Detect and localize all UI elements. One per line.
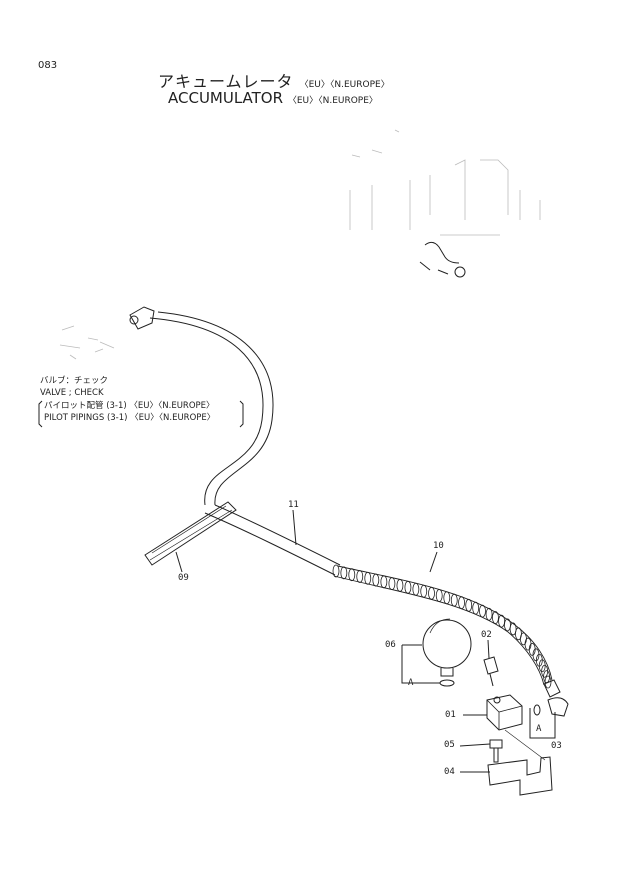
callout-a-right: A (536, 724, 542, 734)
spring-coil (504, 618, 511, 632)
hose-fitting-lower (543, 679, 561, 698)
spring-coil (428, 586, 435, 600)
callout-10: 10 (433, 541, 444, 551)
spring-coil (388, 577, 396, 591)
spring-coil (472, 601, 480, 615)
note-bracket-left (38, 400, 43, 428)
note-bracket-right (239, 400, 244, 428)
callout-02: 02 (481, 630, 492, 640)
leader-03 (529, 708, 556, 739)
spring-coil (465, 598, 473, 612)
leader-11 (292, 509, 297, 546)
spring-coil (541, 664, 549, 678)
elbow-03 (547, 697, 569, 717)
o-ring-a (439, 679, 455, 687)
title-en-text: ACCUMULATOR (168, 89, 284, 107)
check-valve-02 (483, 656, 499, 675)
spring-coil (485, 607, 493, 621)
accumulator-sphere (422, 619, 472, 669)
leader-09 (175, 551, 183, 573)
sketch-fitting (419, 241, 466, 278)
leader-05 (459, 743, 491, 747)
note-valve-en: VALVE ; CHECK (40, 388, 104, 398)
spring-coil (498, 614, 505, 628)
spring-coil (479, 604, 486, 618)
spring-coil (450, 593, 458, 607)
note-pilot-jp: パイロット配管 (3-1) 〈EU〉〈N.EUROPE〉 (44, 401, 215, 411)
spring-coil (443, 591, 451, 605)
hose-11-upper-b (157, 311, 274, 506)
bracket-04 (487, 756, 553, 796)
hose-end-fitting (129, 306, 155, 330)
spring-coil (340, 566, 348, 580)
title-japanese: アキュームレータ 〈EU〉〈N.EUROPE〉 (158, 68, 390, 92)
accumulator-neck (440, 668, 454, 677)
spring-coil (372, 573, 380, 587)
title-en-suffix: 〈EU〉〈N.EUROPE〉 (287, 96, 378, 106)
spring-coil (364, 571, 372, 585)
title-jp-text: アキュームレータ (158, 72, 294, 91)
spring-coil (524, 637, 532, 651)
callout-03: 03 (551, 741, 562, 751)
callout-04: 04 (444, 767, 455, 777)
spring-coil (412, 582, 420, 596)
spring-coil (458, 596, 465, 610)
hose-end-port (129, 315, 139, 325)
leader-06 (401, 644, 440, 684)
block-01 (486, 694, 523, 731)
page-number: 083 (38, 60, 58, 71)
o-ring-b (533, 704, 541, 716)
spring-coil (420, 584, 428, 598)
leader-10 (429, 551, 438, 573)
callout-09: 09 (178, 573, 189, 583)
spring-coil (396, 579, 404, 592)
spring-coil (520, 632, 527, 646)
hose-11-upper-a (149, 317, 264, 506)
spring-coil (528, 642, 536, 656)
spring-coil (435, 589, 443, 602)
title-jp-suffix: 〈EU〉〈N.EUROPE〉 (299, 80, 390, 90)
spring-coil (332, 564, 340, 578)
spring-coil (356, 570, 364, 583)
callout-06: 06 (385, 640, 396, 650)
spring-coils (332, 564, 552, 689)
note-valve-jp: バルブ：チェック (40, 376, 109, 386)
spring-coil (404, 580, 412, 594)
reference-sketch (349, 129, 541, 236)
callout-11: 11 (288, 500, 299, 510)
bolt-05 (489, 739, 503, 763)
spring-coil (348, 568, 356, 582)
check-valve-sketch (59, 325, 115, 360)
hose-11-lower-b (204, 512, 336, 576)
spring-coil (492, 611, 499, 624)
hose-clamp-09 (144, 501, 237, 566)
hose-11-lower-a (214, 504, 341, 566)
callout-01: 01 (445, 710, 456, 720)
note-pilot-en: PILOT PIPINGS (3-1) 〈EU〉〈N.EUROPE〉 (44, 413, 216, 423)
spring-coil (538, 659, 546, 673)
spring-coil (544, 675, 552, 689)
leader-02 (487, 639, 490, 659)
spring-coil (509, 622, 517, 636)
title-english: ACCUMULATOR 〈EU〉〈N.EUROPE〉 (168, 89, 378, 107)
spring-coil (380, 575, 388, 589)
callout-05: 05 (444, 740, 455, 750)
callout-a-left: A (408, 678, 414, 688)
